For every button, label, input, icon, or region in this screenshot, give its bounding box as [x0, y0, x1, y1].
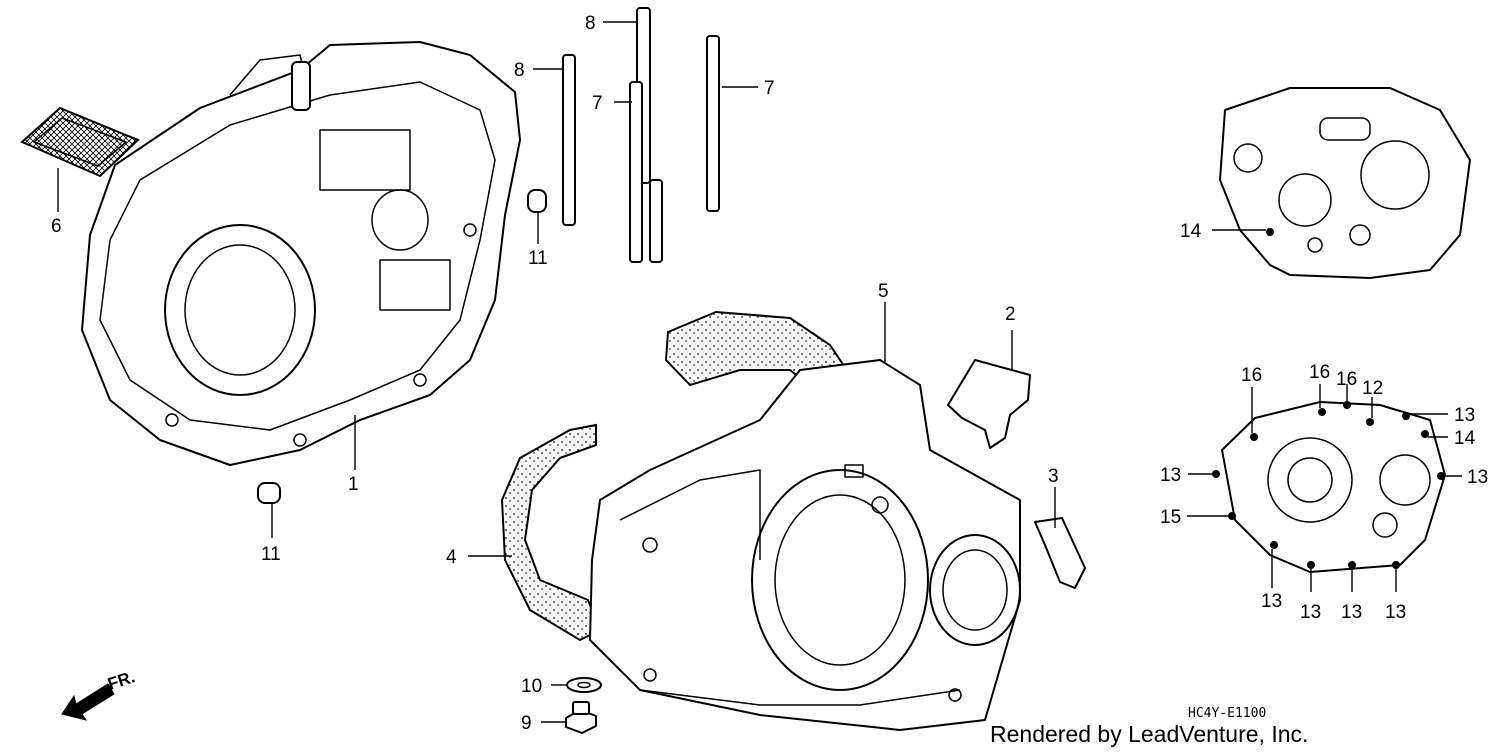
- callout-11-lower: 11: [261, 544, 281, 565]
- part-1-left-crankcase[interactable]: [81, 41, 521, 466]
- part-4-crankcase-gasket[interactable]: [500, 423, 602, 642]
- front-direction-label: FR.: [105, 667, 137, 694]
- part-8-stud-left[interactable]: [562, 54, 576, 226]
- callout-12: 12: [1362, 378, 1383, 399]
- callout-13-bottom-4: 13: [1385, 602, 1406, 623]
- part-3-bracket[interactable]: [1034, 517, 1086, 589]
- callout-10: 10: [521, 676, 542, 697]
- front-direction-marker: FR.: [61, 667, 137, 721]
- callout-labels: 1 2 3 4 5 6 7 7 8 8 9 10 11 11 12 13 13 …: [51, 13, 1488, 734]
- callout-13-bottom-2: 13: [1300, 602, 1321, 623]
- callout-13-right: 13: [1467, 467, 1488, 488]
- part-6-strainer-screen[interactable]: [20, 106, 140, 178]
- callout-1: 1: [348, 474, 359, 495]
- callout-5: 5: [878, 281, 889, 302]
- leader-lines: [57, 21, 1462, 723]
- callout-15: 15: [1160, 507, 1181, 528]
- callout-7-right: 7: [764, 78, 775, 99]
- reference-view-right-case[interactable]: [1212, 401, 1446, 573]
- part-10-washer[interactable]: [566, 677, 602, 693]
- render-credit: Rendered by LeadVenture, Inc.: [990, 721, 1308, 747]
- right-crankcase-assembly[interactable]: [589, 359, 1021, 731]
- part-9-drain-bolt[interactable]: [565, 701, 597, 734]
- part-7-stud-right[interactable]: [706, 35, 720, 212]
- callout-16-mid: 16: [1309, 362, 1330, 383]
- callout-13-left: 13: [1160, 465, 1181, 486]
- part-11-dowel-pin-lower[interactable]: [257, 482, 281, 504]
- callout-13-bottom-1: 13: [1261, 591, 1282, 612]
- callout-6: 6: [51, 216, 62, 237]
- callout-8-left: 8: [514, 60, 525, 81]
- reference-view-left-case[interactable]: [1219, 87, 1471, 279]
- callout-13-bottom-3: 13: [1341, 602, 1362, 623]
- callout-14-upper: 14: [1180, 221, 1202, 242]
- callout-16-right: 16: [1336, 369, 1357, 390]
- part-11-dowel-pin-upper[interactable]: [527, 189, 547, 213]
- callout-4: 4: [446, 547, 457, 568]
- front-direction-arrow-icon: [61, 683, 115, 721]
- callout-9: 9: [521, 713, 532, 734]
- callout-8-top: 8: [585, 13, 596, 34]
- callout-11-upper: 11: [528, 248, 548, 269]
- callout-14-lower: 14: [1454, 428, 1476, 449]
- callout-2: 2: [1005, 304, 1016, 325]
- part-2-bracket[interactable]: [947, 359, 1031, 449]
- callout-7-left: 7: [592, 93, 603, 114]
- callout-3: 3: [1048, 466, 1059, 487]
- part-7-stud-left[interactable]: [629, 81, 663, 263]
- diagram-code-label: HC4Y-E1100: [1188, 706, 1266, 721]
- callout-16-left: 16: [1241, 365, 1262, 386]
- callout-13-right-top: 13: [1454, 405, 1475, 426]
